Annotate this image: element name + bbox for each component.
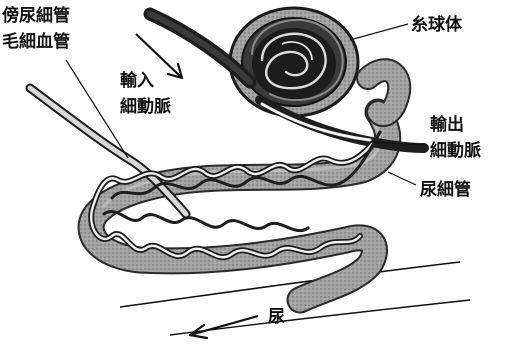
urine-label: 尿: [268, 307, 285, 327]
afferent-label-line2: 細動脈: [120, 96, 171, 117]
efferent-label-line2: 細動脈: [430, 140, 481, 161]
glomerulus-label: 糸球体: [411, 14, 463, 35]
peritubular-label-line2: 毛細血管: [2, 31, 70, 52]
urine-flow-arrow: [190, 316, 258, 338]
tubule-label: 尿細管: [420, 179, 471, 200]
peritubular-label-line1: 傍尿細管: [2, 5, 70, 26]
afferent-label-line1: 輸入: [120, 70, 154, 91]
efferent-label-line1: 輸出: [430, 114, 464, 135]
